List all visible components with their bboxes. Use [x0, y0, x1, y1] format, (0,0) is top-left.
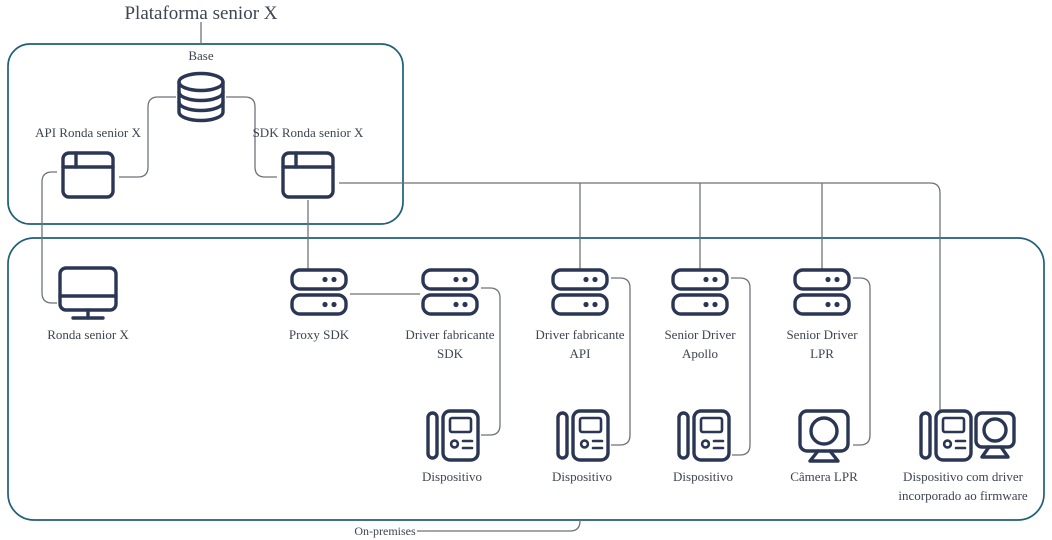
camera-icon [798, 409, 850, 463]
wire-apollo-to-dispositivo [731, 277, 751, 456]
monitor-icon [58, 266, 118, 320]
wire-lpr-to-camera [853, 277, 871, 446]
container-plataforma-senior-x [7, 43, 404, 225]
wire-driver-api-to-dispositivo [611, 277, 631, 446]
wire-base-to-api [119, 96, 176, 178]
wire-api-to-ronda [41, 171, 57, 304]
server-stack-icon [671, 268, 729, 316]
intercom-device-icon [556, 409, 610, 462]
server-stack-icon [290, 268, 348, 316]
intercom-device-icon [677, 409, 731, 462]
leader-on-premises [417, 520, 581, 532]
browser-window-icon [61, 151, 115, 199]
intercom-device-icon [426, 409, 480, 462]
server-stack-icon [421, 268, 479, 316]
browser-window-icon [281, 151, 335, 199]
database-icon [177, 71, 225, 123]
wire-base-to-sdk [226, 96, 277, 178]
wire-driver-sdk-to-dispositivo [481, 287, 501, 436]
container-on-premises [7, 237, 1045, 521]
server-stack-icon [551, 268, 609, 316]
intercom-camera-icon [919, 409, 1016, 462]
server-stack-icon [793, 268, 851, 316]
wire-sdk-bus [339, 182, 941, 411]
